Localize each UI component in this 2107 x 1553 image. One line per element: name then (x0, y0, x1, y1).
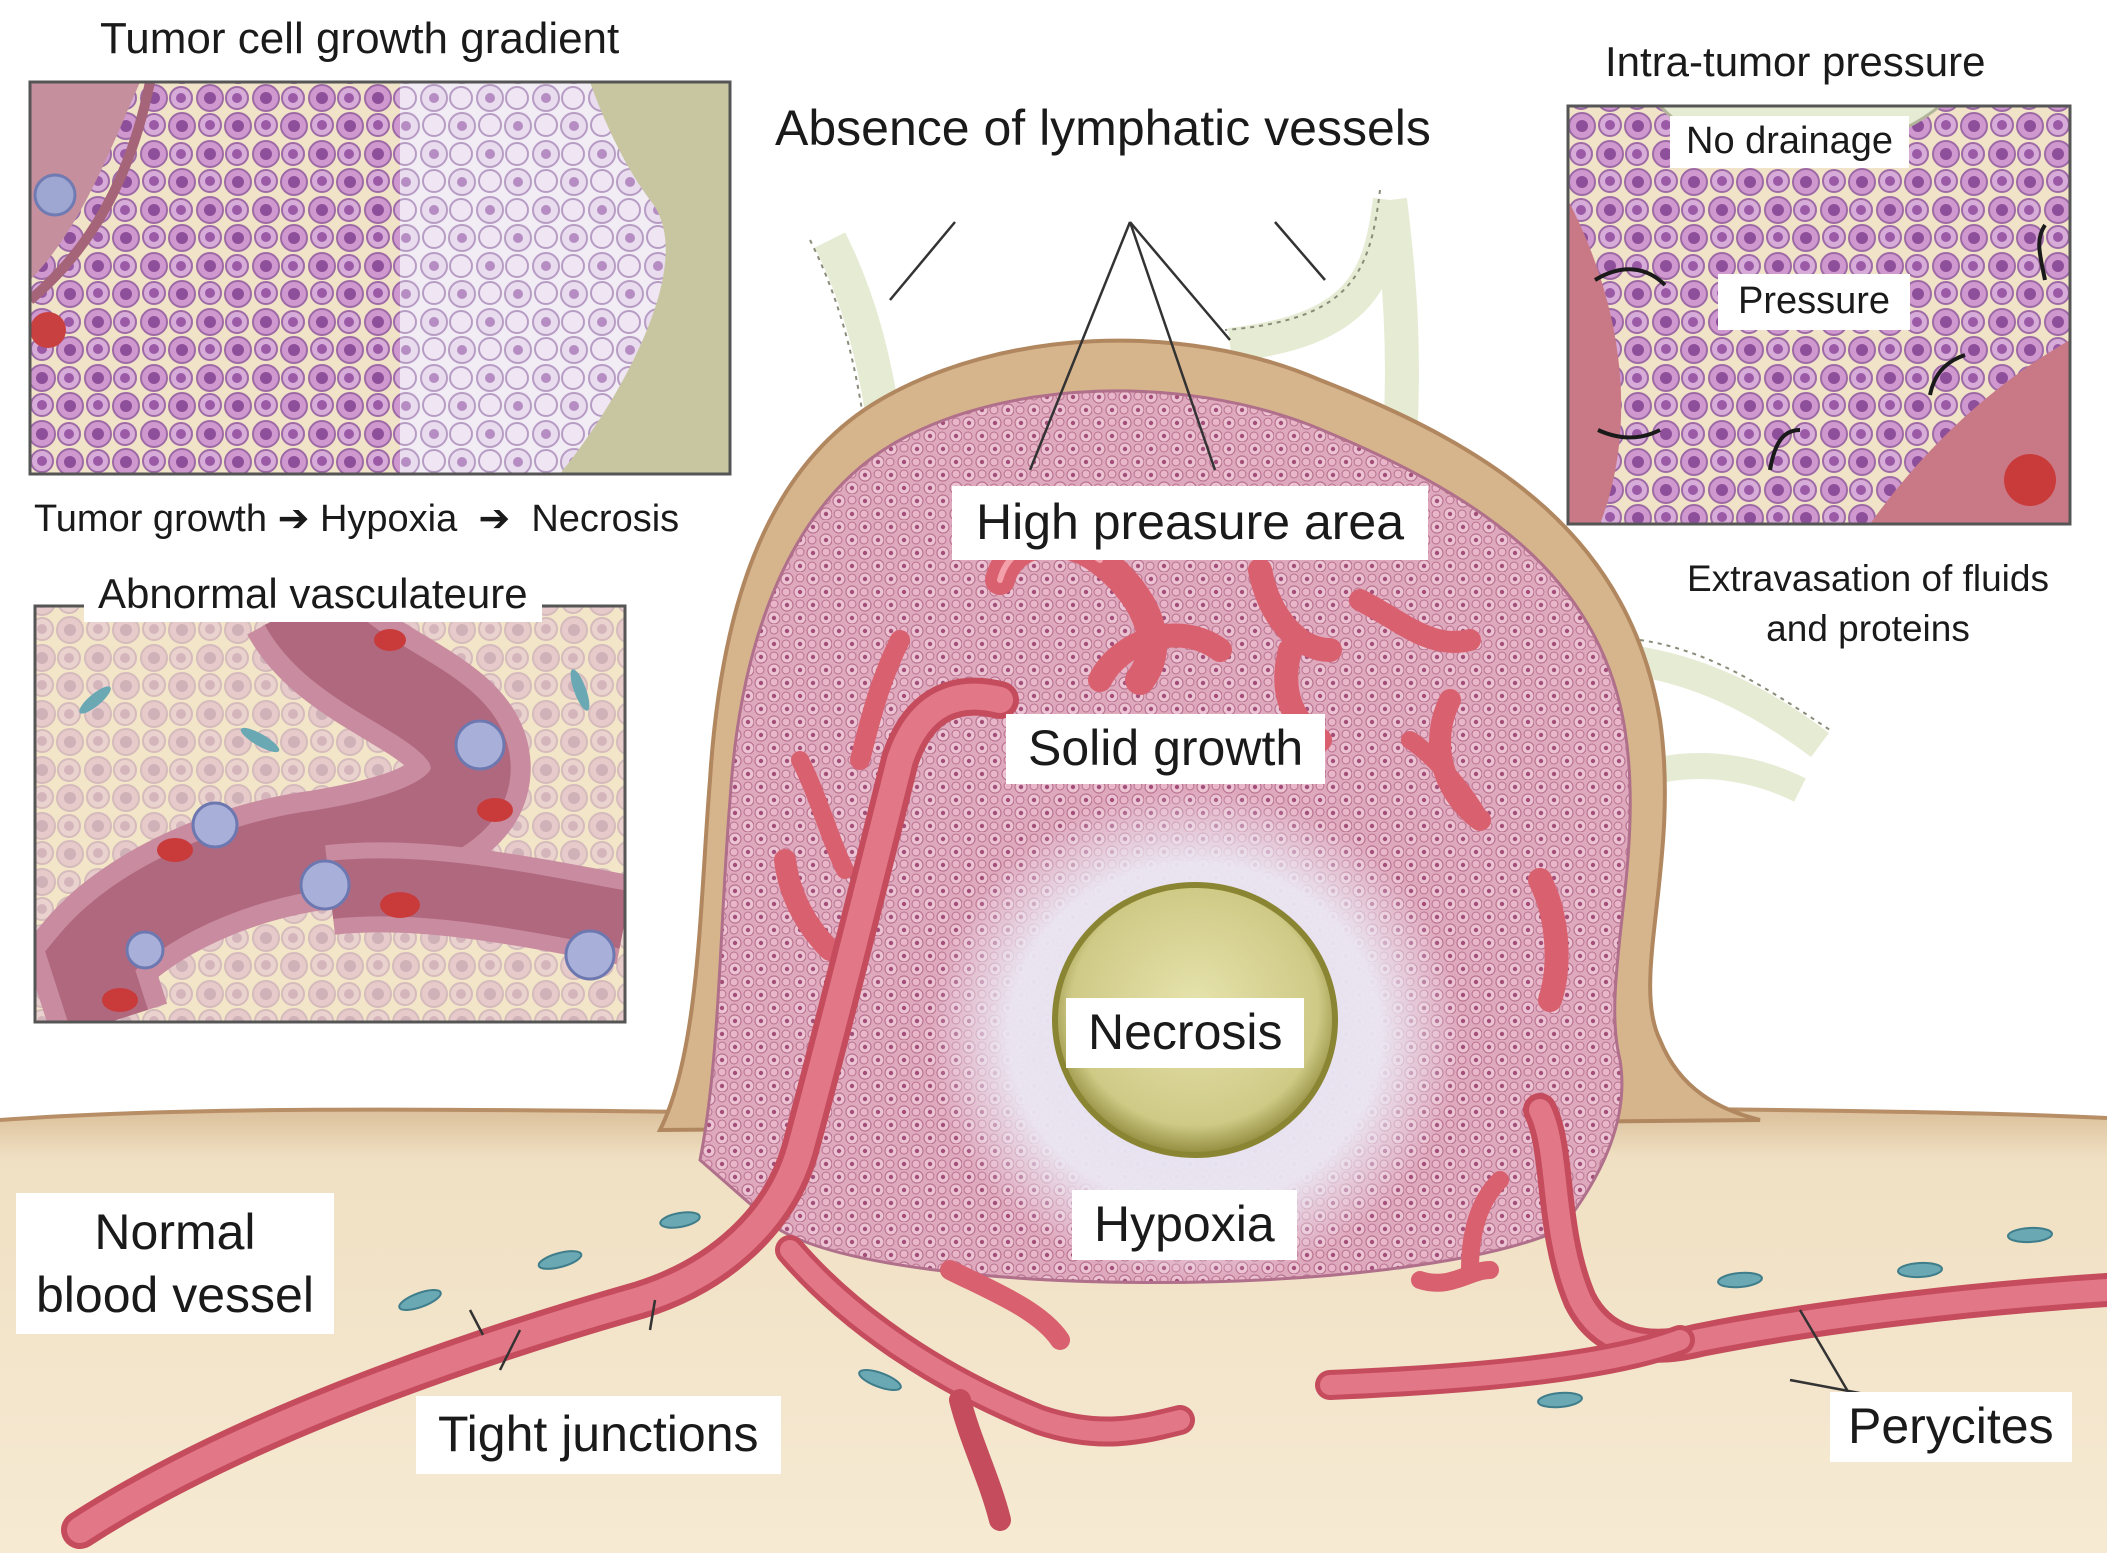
high-pressure-area-label: High preasure area (952, 486, 1429, 560)
tight-junctions-label: Tight junctions (416, 1396, 781, 1474)
abnormal-vasculature-title: Abnormal vasculateure (84, 566, 542, 623)
intra-tumor-pressure-panel (1568, 106, 2070, 524)
normal-blood-vessel-label: Normal blood vessel (16, 1193, 334, 1334)
intra-tumor-pressure-frame (1566, 104, 2072, 526)
extravasation-label-line2: and proteins (1766, 607, 1970, 649)
arrow-right-icon: ➔ (277, 498, 310, 540)
arrow-right-icon: ➔ (467, 498, 521, 540)
no-drainage-label: No drainage (1670, 116, 1910, 168)
growth-sequence: Tumor growth ➔ Hypoxia ➔ Necrosis (34, 498, 679, 542)
growth-step-tumor-growth: Tumor growth (34, 498, 267, 540)
growth-gradient-frame (28, 80, 732, 476)
growth-gradient-panel (30, 82, 730, 474)
abnormal-vasculature-panel (35, 606, 625, 1022)
growth-step-necrosis: Necrosis (531, 498, 680, 540)
normal-vessel-line2: blood vessel (36, 1266, 314, 1323)
necrosis-label: Necrosis (1066, 998, 1305, 1068)
extravasation-label: Extravasation of fluids and proteins (1658, 554, 2078, 654)
blood-vessels (61, 677, 2107, 1549)
pericytes (398, 1211, 2053, 1409)
growth-gradient-title: Tumor cell growth gradient (100, 14, 620, 63)
solid-growth-label: Solid growth (1006, 714, 1326, 784)
pressure-label: Pressure (1718, 274, 1911, 330)
extravasation-label-line1: Extravasation of fluids (1687, 558, 2049, 599)
growth-step-hypoxia: Hypoxia (319, 498, 458, 540)
normal-vessel-line1: Normal (94, 1204, 256, 1260)
perycites-label: Perycites (1830, 1392, 2072, 1462)
intra-tumor-pressure-title: Intra-tumor pressure (1605, 38, 1986, 85)
hypoxia-label: Hypoxia (1072, 1190, 1297, 1260)
absence-lymphatic-label: Absence of lymphatic vessels (775, 100, 1431, 156)
